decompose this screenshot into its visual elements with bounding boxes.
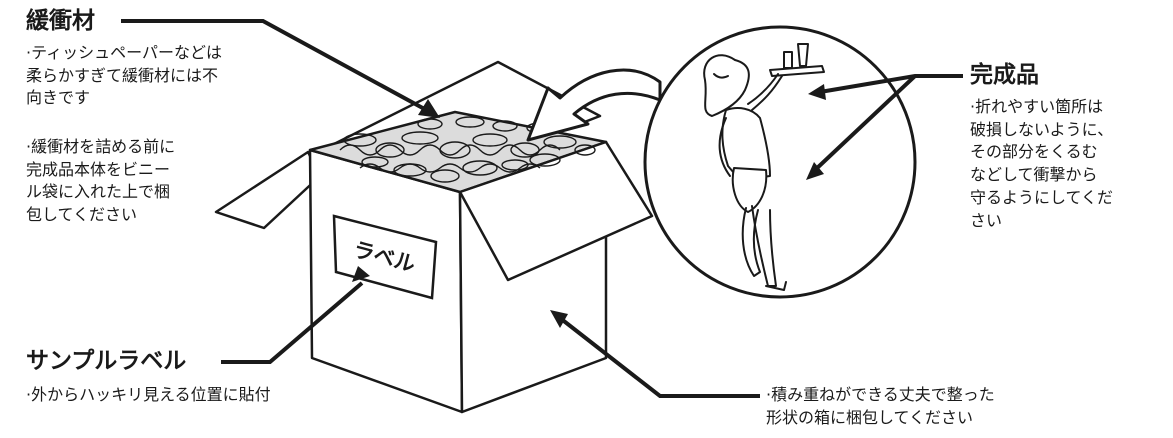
leader-finished-2: [813, 74, 917, 172]
cushion-note-2-line: ル袋に入れた上で梱: [26, 182, 171, 202]
arrow-heads: [352, 84, 826, 328]
finished-note-line: ·折れやすい箇所は: [970, 97, 1104, 116]
figure-callout-circle: [643, 25, 917, 299]
box-flap-front: [458, 140, 654, 282]
label-note: ·外からハッキリ見える位置に貼付: [26, 385, 271, 404]
arrowhead-finished-2: [806, 162, 824, 180]
cushion-note-1: ·ティッシュペーパーなどは 柔らかすぎて緩衝材には不 向きです: [26, 42, 222, 110]
finished-heading: 完成品: [970, 62, 1039, 88]
box-note: ·積み重ねができる丈夫で整った 形状の箱に梱包してください: [766, 384, 995, 429]
leader-box: [558, 316, 760, 398]
cushion-note-1-line: 柔らかすぎて緩衝材には不: [26, 65, 219, 85]
arrowhead-label: [352, 266, 370, 282]
label-heading: サンプルラベル: [26, 348, 187, 374]
cushion-heading: 緩衝材: [26, 8, 95, 34]
leader-label: [221, 281, 364, 364]
leader-lines: [121, 19, 963, 398]
waitress-figure: [703, 43, 825, 291]
cushion-note-2-line: 完成品本体をビニー: [26, 159, 171, 179]
finished-note: ·折れやすい箇所は 破損しないように、 その部分をくるむ などして衝撃から 守る…: [970, 96, 1113, 232]
cushion-note-2-line: ·緩衝材を詰める前に: [26, 137, 176, 156]
finished-note-line: などして衝撃から: [970, 165, 1098, 185]
cushioning-material: [339, 116, 596, 183]
curved-arrow: [526, 68, 662, 142]
finished-note-line: 守るようにしてくだ: [970, 187, 1114, 207]
finished-note-line: さい: [970, 210, 1003, 230]
cushion-note-1-line: ·ティッシュペーパーなどは: [26, 43, 222, 62]
finished-note-line: その部分をくるむ: [970, 142, 1098, 162]
box-note-line: 形状の箱に梱包してください: [766, 407, 974, 427]
arrowhead-cushion: [418, 99, 440, 118]
box-flap-left: [214, 150, 322, 230]
box-note-line: ·積み重ねができる丈夫で整った: [766, 385, 995, 404]
arrowhead-finished-1: [808, 84, 826, 100]
cushion-note-2: ·緩衝材を詰める前に 完成品本体をビニー ル袋に入れた上で梱 包してください: [26, 136, 175, 227]
finished-note-line: 破損しないように、: [970, 119, 1114, 139]
arrowhead-box: [550, 310, 568, 328]
leader-cushion: [121, 19, 431, 114]
cushion-note-1-line: 向きです: [26, 88, 91, 108]
cushion-note-2-line: 包してください: [26, 205, 138, 225]
